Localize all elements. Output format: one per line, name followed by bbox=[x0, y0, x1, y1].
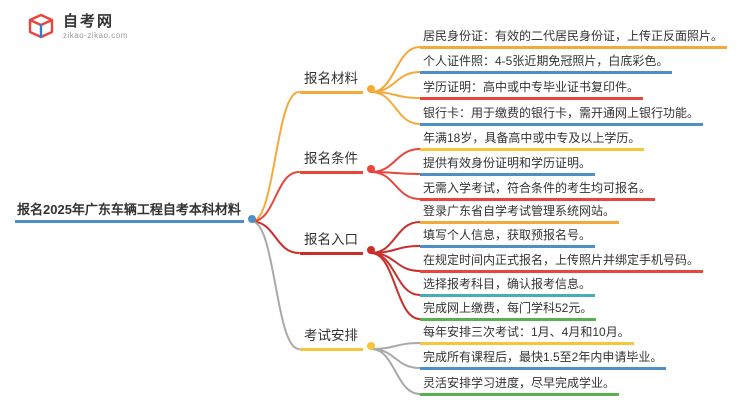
logo-text: 自考网 zikao-zikao.com bbox=[63, 13, 128, 40]
connector-line bbox=[250, 220, 300, 254]
connector-line bbox=[250, 220, 300, 350]
leaf-node[interactable]: 个人证件照：4-5张近期免冠照片，白底彩色。 bbox=[420, 53, 673, 74]
leaf-label: 提供有效身份证明和学历证明。 bbox=[423, 155, 592, 170]
branch-label: 报名材料 bbox=[304, 70, 358, 86]
branch-dot bbox=[367, 165, 375, 173]
branch-label: 报名条件 bbox=[304, 150, 358, 166]
leaf-node[interactable]: 灵活安排学习进度，尽早完成学业。 bbox=[420, 375, 620, 396]
leaf-node[interactable]: 无需入学考试，符合条件的考生均可报名。 bbox=[420, 180, 656, 201]
leaf-label: 年满18岁，具备高中或中专及以上学历。 bbox=[423, 130, 641, 145]
branch-label: 考试安排 bbox=[304, 327, 358, 343]
connector-line bbox=[370, 221, 421, 254]
leaf-node[interactable]: 提供有效身份证明和学历证明。 bbox=[420, 155, 596, 176]
connector-line bbox=[370, 348, 421, 369]
leaf-node[interactable]: 学历证明：高中或中专毕业证书复印件。 bbox=[420, 79, 644, 100]
connector-line bbox=[370, 342, 421, 350]
leaf-label: 居民身份证：有效的二代居民身份证，上传正反面照片。 bbox=[423, 28, 724, 43]
connector-line bbox=[370, 91, 421, 125]
leaf-node[interactable]: 选择报考科目，确认报考信息。 bbox=[420, 276, 596, 297]
leaf-label: 选择报考科目，确认报考信息。 bbox=[423, 276, 592, 291]
leaf-node[interactable]: 每年安排三次考试：1月、4月和10月。 bbox=[420, 324, 634, 345]
branch-node-2[interactable]: 报名条件 bbox=[300, 150, 375, 174]
root-label: 报名2025年广东车辆工程自考本科材料 bbox=[17, 202, 241, 217]
leaf-label: 个人证件照：4-5张近期免冠照片，白底彩色。 bbox=[423, 53, 669, 68]
connector-line bbox=[370, 171, 421, 200]
branch-node-1[interactable]: 报名材料 bbox=[300, 70, 375, 94]
leaf-label: 完成网上缴费，每门学科52元。 bbox=[423, 300, 593, 315]
connector-line bbox=[370, 245, 421, 254]
leaf-label: 每年安排三次考试：1月、4月和10月。 bbox=[423, 324, 630, 339]
branch-node-3[interactable]: 报名入口 bbox=[300, 231, 375, 255]
logo[interactable]: 自考网 zikao-zikao.com bbox=[26, 11, 128, 41]
connector-line bbox=[370, 71, 421, 93]
connector-line bbox=[370, 148, 421, 173]
connector-line bbox=[250, 91, 300, 223]
leaf-label: 完成所有课程后，最快1.5至2年内申请毕业。 bbox=[423, 349, 663, 364]
branch-dot bbox=[367, 246, 375, 254]
leaf-node[interactable]: 完成所有课程后，最快1.5至2年内申请毕业。 bbox=[420, 349, 667, 370]
logo-title: 自考网 bbox=[63, 12, 115, 30]
branch-label: 报名入口 bbox=[304, 231, 358, 247]
root-node[interactable]: 报名2025年广东车辆工程自考本科材料 bbox=[15, 201, 256, 223]
branch-dot bbox=[367, 85, 375, 93]
logo-subtitle: zikao-zikao.com bbox=[63, 30, 128, 40]
leaf-node[interactable]: 居民身份证：有效的二代居民身份证，上传正反面照片。 bbox=[420, 28, 728, 49]
connector-line bbox=[250, 171, 300, 223]
leaf-label: 填写个人信息，获取预报名号。 bbox=[423, 227, 592, 242]
leaf-node[interactable]: 在规定时间内正式报名，上传照片并绑定手机号码。 bbox=[420, 252, 704, 273]
branch-dot bbox=[367, 342, 375, 350]
leaf-node[interactable]: 登录广东省自学考试管理系统网站。 bbox=[420, 203, 620, 224]
leaf-node[interactable]: 完成网上缴费，每门学科52元。 bbox=[420, 300, 597, 321]
connector-line bbox=[370, 252, 421, 320]
connector-line bbox=[370, 46, 421, 93]
leaf-label: 无需入学考试，符合条件的考生均可报名。 bbox=[423, 180, 652, 195]
leaf-node[interactable]: 年满18岁，具备高中或中专及以上学历。 bbox=[420, 130, 645, 151]
leaf-label: 学历证明：高中或中专毕业证书复印件。 bbox=[423, 79, 640, 94]
connector-line bbox=[370, 348, 421, 395]
branch-node-4[interactable]: 考试安排 bbox=[300, 327, 375, 351]
leaf-label: 在规定时间内正式报名，上传照片并绑定手机号码。 bbox=[423, 252, 700, 267]
logo-icon bbox=[28, 13, 54, 39]
leaf-label: 登录广东省自学考试管理系统网站。 bbox=[423, 203, 616, 218]
root-dot bbox=[247, 214, 256, 223]
leaf-node[interactable]: 填写个人信息，获取预报名号。 bbox=[420, 227, 596, 248]
leaf-node[interactable]: 银行卡：用于缴费的银行卡，需开通网上银行功能。 bbox=[420, 105, 704, 126]
leaf-label: 银行卡：用于缴费的银行卡，需开通网上银行功能。 bbox=[423, 105, 700, 120]
leaf-label: 灵活安排学习进度，尽早完成学业。 bbox=[423, 375, 616, 390]
